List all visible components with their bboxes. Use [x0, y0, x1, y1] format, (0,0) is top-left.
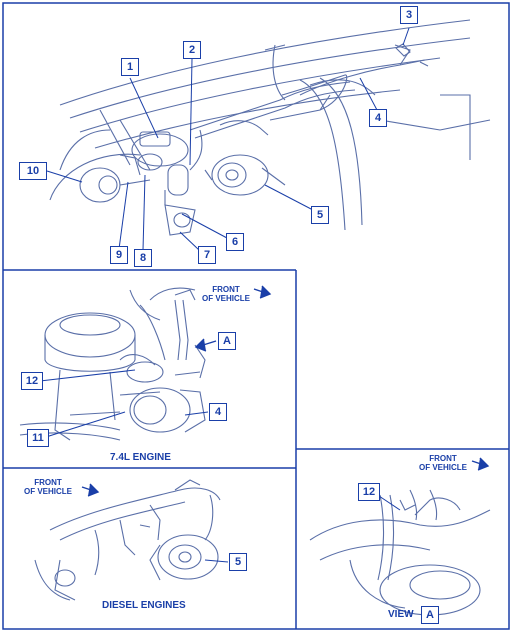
- callout-5-diesel: 5: [229, 553, 247, 571]
- leader-5-diesel: [204, 559, 229, 563]
- engine-74-drawing: [19, 287, 206, 441]
- diesel-leaders: [204, 559, 229, 563]
- callout-5: 5: [311, 206, 329, 224]
- callout-6: 6: [226, 233, 244, 251]
- view-a-arrows: [471, 457, 490, 471]
- leader-4: [359, 77, 378, 111]
- leader-6: [181, 213, 228, 239]
- leader-11-engine: [45, 411, 126, 438]
- callout-3: 3: [400, 6, 418, 24]
- view-a-leaders: [375, 493, 401, 511]
- leader-1: [129, 77, 159, 139]
- view-caption: VIEW: [388, 609, 414, 620]
- leader-9: [118, 181, 129, 250]
- callout-11-engine: 11: [27, 429, 49, 447]
- callout-12-engine: 12: [21, 372, 43, 390]
- callout-8: 8: [134, 249, 152, 267]
- front-of-vehicle-diesel: FRONT OF VEHICLE: [23, 478, 72, 496]
- diesel-arrows: [81, 483, 100, 497]
- engine-74-caption: 7.4L ENGINE: [110, 452, 171, 463]
- front-of-vehicle-engine: FRONT OF VEHICLE: [201, 285, 250, 303]
- engine-74-leaders: [39, 369, 209, 438]
- callout-4: 4: [369, 109, 387, 127]
- leader-2: [189, 58, 193, 166]
- callout-1: 1: [121, 58, 139, 76]
- main-vehicle-body: [49, 19, 491, 231]
- leader-10: [46, 170, 83, 183]
- main-components: [79, 43, 429, 236]
- leader-7: [179, 231, 200, 251]
- main-leader-lines: [46, 27, 410, 251]
- front-of-vehicle-view: FRONT OF VEHICLE: [418, 454, 467, 472]
- diesel-caption: DIESEL ENGINES: [102, 600, 186, 611]
- callout-4-engine: 4: [209, 403, 227, 421]
- engine-74-arrows: [194, 285, 272, 352]
- callout-12-view: 12: [358, 483, 380, 501]
- view-a-drawing: [309, 489, 491, 616]
- callout-a-engine: A: [218, 332, 236, 350]
- callout-2: 2: [183, 41, 201, 59]
- callout-10: 10: [19, 162, 47, 180]
- leader-5: [264, 184, 314, 211]
- diesel-drawing: [34, 479, 221, 601]
- callout-7: 7: [198, 246, 216, 264]
- leader-12-view: [375, 493, 401, 511]
- leader-4-engine: [184, 411, 209, 416]
- callout-a-view: A: [421, 606, 439, 624]
- leader-3: [402, 27, 410, 46]
- leader-8: [142, 174, 146, 251]
- leader-12-engine: [39, 369, 136, 382]
- callout-9: 9: [110, 246, 128, 264]
